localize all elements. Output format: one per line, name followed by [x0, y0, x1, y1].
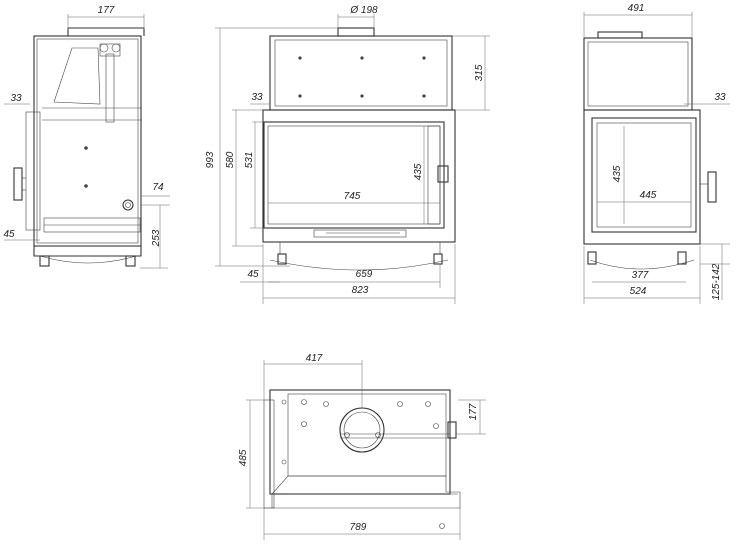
front-total-width-dim: 823 — [352, 285, 369, 296]
top-total-width-dim: 789 — [350, 522, 367, 533]
right-top-width-dim: 491 — [628, 3, 645, 14]
front-glass-height-dim: 435 — [413, 163, 424, 180]
right-view: 491 33 435 445 377 524 125-142 — [583, 3, 730, 304]
front-left-margin-dim: 45 — [247, 269, 259, 280]
right-leg-span-dim: 377 — [632, 270, 649, 281]
front-leg-span-dim: 659 — [356, 269, 373, 280]
right-total-width-dim: 524 — [630, 286, 647, 297]
side-bottom-offset-dim: 45 — [3, 229, 15, 240]
front-flue-dia-dim: Ø 198 — [349, 5, 378, 16]
top-view: 417 177 485 789 — [238, 353, 486, 540]
front-view: Ø 198 315 33 993 580 531 435 745 45 659 … — [205, 5, 490, 304]
front-opening-height-dim: 580 — [225, 151, 236, 168]
side-top-width-dim: 177 — [98, 5, 115, 16]
right-leg-height-dim: 125-142 — [711, 263, 722, 300]
top-depth-dim: 485 — [238, 449, 249, 466]
side-left-offset-dim: 33 — [10, 93, 22, 104]
front-left-offset-dim: 33 — [251, 92, 263, 103]
right-glass-height-dim: 435 — [612, 165, 623, 182]
side-base-height-dim: 253 — [151, 229, 162, 247]
front-glass-width-dim: 745 — [344, 191, 361, 202]
top-flue-offset-dim: 177 — [468, 403, 479, 420]
front-top-height-dim: 315 — [474, 64, 485, 81]
top-flue-pos-dim: 417 — [306, 353, 323, 364]
right-offset-dim: 33 — [714, 92, 726, 103]
front-frame-height-dim: 531 — [244, 152, 255, 169]
side-pipe-dist-dim: 74 — [152, 182, 164, 193]
front-total-height-dim: 993 — [205, 151, 216, 168]
side-view: 177 33 74 45 253 — [3, 5, 170, 269]
right-glass-width-dim: 445 — [640, 190, 657, 201]
